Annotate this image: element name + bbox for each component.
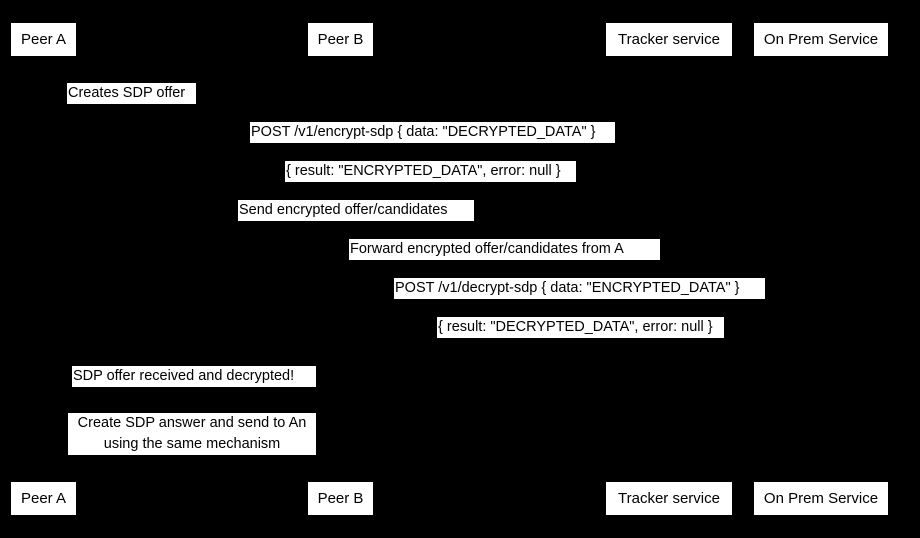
lifeline-tracker-service xyxy=(668,57,669,481)
message-label-m6: POST /v1/decrypt-sdp { data: "ENCRYPTED_… xyxy=(394,278,765,299)
note-line: Create SDP answer and send to An xyxy=(77,415,307,431)
arrow-shaft-m7 xyxy=(340,338,821,339)
participant-head-tracker-service[interactable]: Tracker service xyxy=(605,22,733,57)
participant-label: Peer A xyxy=(20,31,67,48)
arrow-head-m2 xyxy=(813,139,821,147)
arrow-head-m7 xyxy=(340,334,348,342)
arrow-shaft-m8 xyxy=(340,377,375,378)
arrow-shaft-m4 xyxy=(43,221,668,222)
message-label-m3: { result: "ENCRYPTED_DATA", error: null … xyxy=(285,161,576,182)
message-label-m5: Forward encrypted offer/candidates from … xyxy=(349,239,660,260)
arrow-head-m4 xyxy=(660,217,668,225)
note-n1: Create SDP answer and send to An using t… xyxy=(68,413,316,455)
message-label-m4: Send encrypted offer/candidates xyxy=(238,200,474,221)
lifeline-on-prem-service xyxy=(821,57,822,481)
participant-label: Peer A xyxy=(20,490,67,507)
participant-label: On Prem Service xyxy=(763,490,879,507)
participant-label: Tracker service xyxy=(618,31,720,48)
participant-foot-on-prem-service[interactable]: On Prem Service xyxy=(753,481,889,516)
arrow-shaft-m2 xyxy=(43,143,821,144)
arrow-shaft-m6 xyxy=(340,299,821,300)
message-label-m7: { result: "DECRYPTED_DATA", error: null … xyxy=(437,317,724,338)
participant-label: Peer B xyxy=(317,490,364,507)
participant-label: On Prem Service xyxy=(763,31,879,48)
arrow-head-m3 xyxy=(43,178,51,186)
participant-label: Tracker service xyxy=(618,490,720,507)
lifeline-peer-a xyxy=(43,57,44,481)
message-label-m2: POST /v1/encrypt-sdp { data: "DECRYPTED_… xyxy=(250,122,615,143)
arrow-shaft-m5 xyxy=(340,260,668,261)
participant-foot-tracker-service[interactable]: Tracker service xyxy=(605,481,733,516)
note-line: using the same mechanism xyxy=(103,436,281,452)
lifeline-peer-b xyxy=(340,57,341,481)
participant-foot-peer-b[interactable]: Peer B xyxy=(307,481,374,516)
participant-head-peer-a[interactable]: Peer A xyxy=(10,22,77,57)
participant-head-on-prem-service[interactable]: On Prem Service xyxy=(753,22,889,57)
message-label-m8: SDP offer received and decrypted! xyxy=(72,366,316,387)
arrow-head-m6 xyxy=(813,295,821,303)
participant-head-peer-b[interactable]: Peer B xyxy=(307,22,374,57)
participant-foot-peer-a[interactable]: Peer A xyxy=(10,481,77,516)
arrow-shaft-m3 xyxy=(43,182,821,183)
arrow-head-m5 xyxy=(340,256,348,264)
message-label-m1: Creates SDP offer xyxy=(67,83,196,104)
participant-label: Peer B xyxy=(317,31,364,48)
arrow-shaft-m1 xyxy=(43,94,78,95)
